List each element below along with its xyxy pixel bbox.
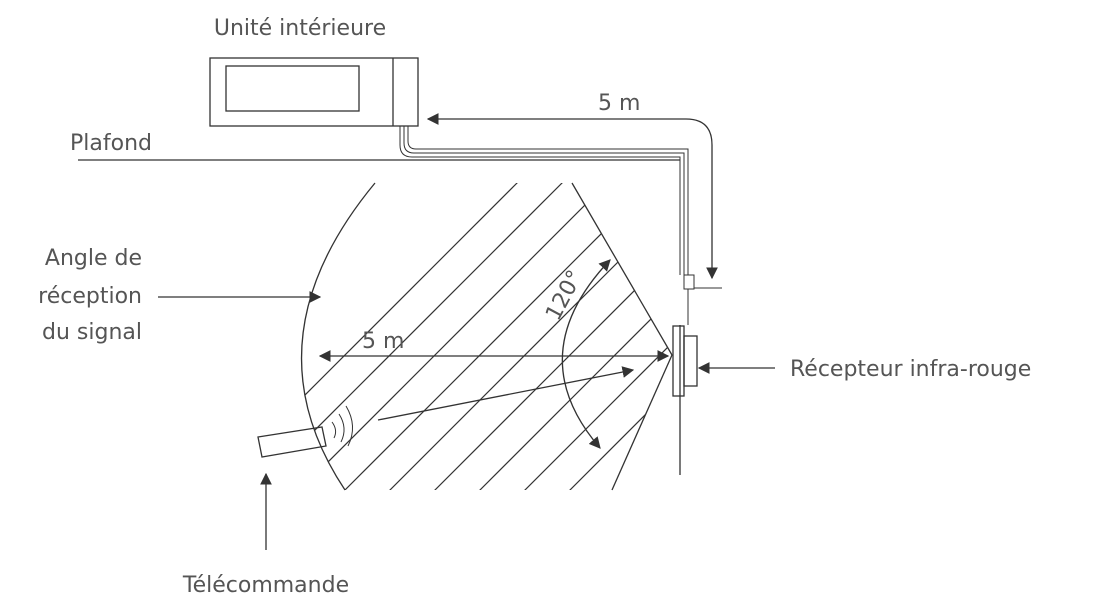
cable-length-label: 5 m	[598, 91, 640, 116]
reception-zone-arc	[300, 182, 376, 491]
cable-length-arrow	[426, 113, 718, 280]
reception-zone-upper-edge	[571, 182, 673, 356]
cable-duct	[399, 126, 695, 325]
reception-zone-lower-edge	[611, 354, 673, 491]
angle-label: 120°	[541, 266, 588, 325]
indoor-unit	[209, 57, 419, 127]
distance-label: 5 m	[362, 329, 404, 354]
ir-receiver-label: Récepteur infra-rouge	[790, 357, 1031, 382]
reception-angle-label-line1: Angle de	[45, 246, 142, 271]
reception-angle-label-line2: réception	[38, 284, 142, 309]
ceiling-label: Plafond	[70, 131, 152, 156]
reception-zone-hatch	[301, 183, 672, 490]
remote-control-label: Télécommande	[182, 573, 349, 598]
reception-angle-label-line3: du signal	[42, 320, 142, 345]
indoor-unit-label: Unité intérieure	[214, 16, 386, 41]
remote-control	[257, 405, 353, 458]
signal-arrow	[377, 366, 635, 421]
ir-receiver	[672, 325, 698, 397]
